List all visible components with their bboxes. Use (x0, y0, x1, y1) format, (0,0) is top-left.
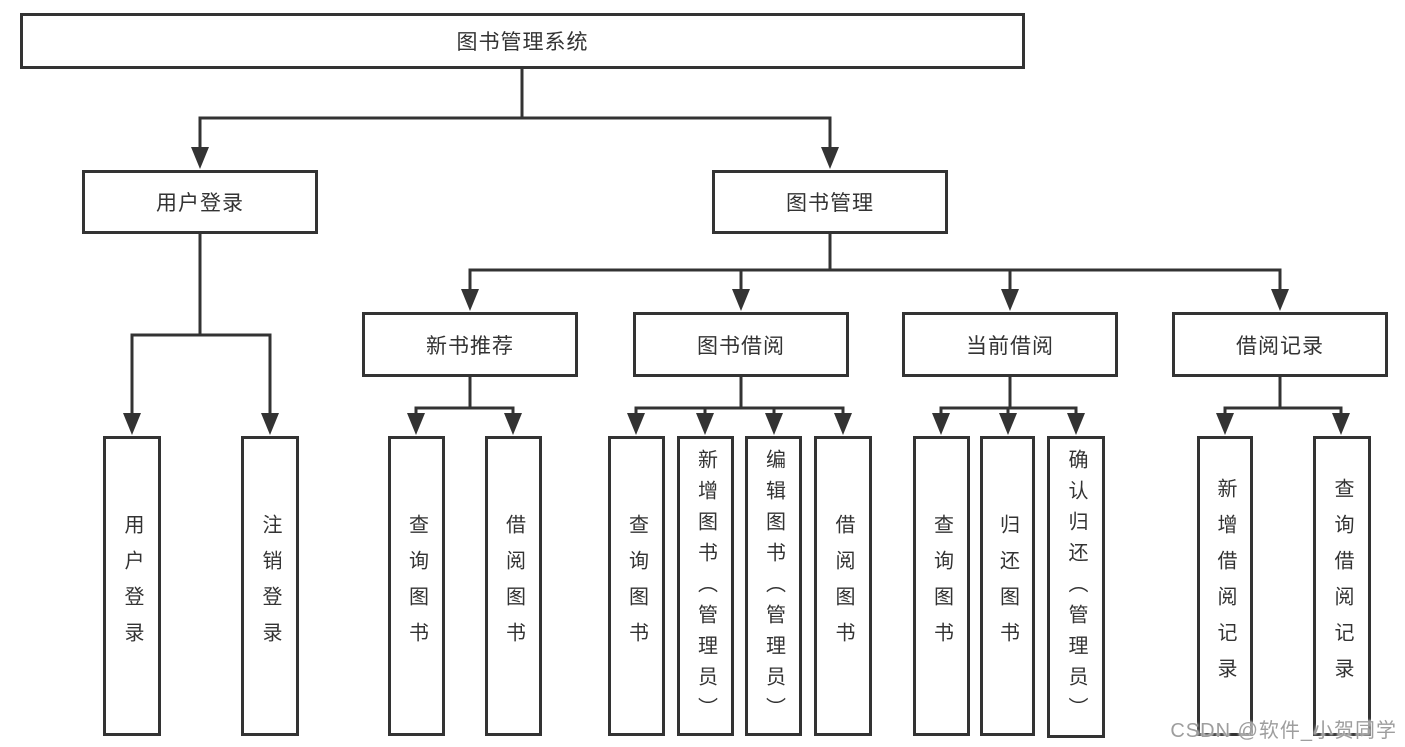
leaf-add-books-admin: 新增图书（管理员） (677, 436, 734, 736)
node-new-book-recommend: 新书推荐 (362, 312, 578, 377)
leaf-query-books-borrow: 查询图书 (608, 436, 665, 736)
node-book-borrowing: 图书借阅 (633, 312, 849, 377)
leaf-user-login: 用户登录 (103, 436, 161, 736)
leaf-confirm-return-admin: 确认归还（管理员） (1047, 436, 1105, 738)
node-library-management-system: 图书管理系统 (20, 13, 1025, 69)
leaf-return-books: 归还图书 (980, 436, 1035, 736)
leaf-logout: 注销登录 (241, 436, 299, 736)
leaf-borrow-books: 借阅图书 (814, 436, 872, 736)
node-borrowing-records: 借阅记录 (1172, 312, 1388, 377)
node-book-management: 图书管理 (712, 170, 948, 234)
node-user-login: 用户登录 (82, 170, 318, 234)
leaf-query-borrow-record: 查询借阅记录 (1313, 436, 1371, 736)
leaf-query-books-recommend: 查询图书 (388, 436, 445, 736)
csdn-watermark: CSDN @软件_小贺同学 (1170, 720, 1397, 742)
leaf-borrow-books-recommend: 借阅图书 (485, 436, 542, 736)
leaf-add-borrow-record: 新增借阅记录 (1197, 436, 1253, 736)
leaf-query-books-current: 查询图书 (913, 436, 970, 736)
node-current-borrowing: 当前借阅 (902, 312, 1118, 377)
leaf-edit-books-admin: 编辑图书（管理员） (745, 436, 802, 736)
